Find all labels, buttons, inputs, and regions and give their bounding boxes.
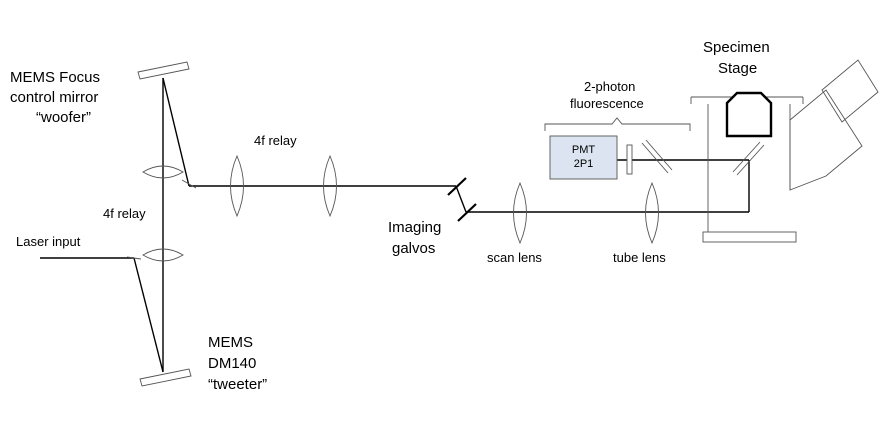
pmt-label-line1: PMT [572,144,596,156]
left-relay-label: 4f relay [103,206,146,221]
microscope-body [690,59,879,243]
relay-fold-mirror [181,179,197,189]
imaging-galvos-label-line1: Imaging [388,219,441,236]
specimen-stage-label-line1: Specimen [703,39,770,56]
imaging-galvo-mirrors [447,177,477,222]
mems-focus-label-line3: “woofer” [36,109,91,126]
pmt-dichroic [641,142,669,174]
vertical-relay-lens-upper [142,165,184,179]
fluorescence-bracket [544,117,691,131]
two-photon-label-line1: 2-photon [584,79,635,94]
dichroic-mirror [736,144,765,176]
horizontal-relay-lens-1 [230,154,244,218]
horizontal-relay-lens-2 [323,154,337,218]
top-relay-label: 4f relay [254,133,297,148]
mems-dm-label-line2: DM140 [208,355,256,372]
pmt-label-line2: 2P1 [574,158,594,170]
scan-lens-label: scan lens [487,250,542,265]
emission-filter [626,144,633,175]
mems-focus-label-line1: MEMS Focus [10,69,100,86]
laser-input-fold-mirror [126,256,142,260]
mems-focus-label-line2: control mirror [10,89,98,106]
tube-lens [645,181,659,245]
mems-dm-label-line3: “tweeter” [208,376,267,393]
vertical-relay-lens-lower [142,248,184,262]
pmt-detector: PMT 2P1 [549,135,618,180]
scan-lens [513,181,527,245]
imaging-galvos-label-line2: galvos [392,240,435,257]
tube-lens-label: tube lens [613,250,666,265]
two-photon-label-line2: fluorescence [570,96,644,111]
mems-dm140-mirror [139,368,192,387]
objective-lens [725,91,773,138]
specimen-stage-label-line2: Stage [718,60,757,77]
mems-dm-label-line1: MEMS [208,334,253,351]
mems-focus-mirror [137,61,190,80]
laser-input-label: Laser input [16,234,81,249]
